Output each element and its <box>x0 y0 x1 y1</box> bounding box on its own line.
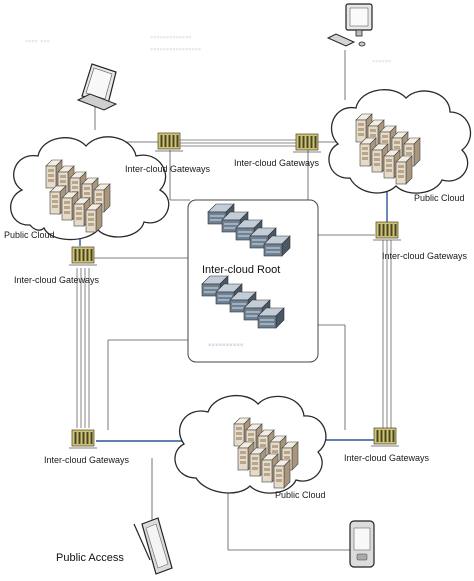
gateway-icon-bottom-right <box>370 427 400 447</box>
connection-lines <box>76 50 392 551</box>
cloud-icon-right <box>328 89 472 194</box>
laptop-icon <box>76 63 118 111</box>
svg-text:▪▪▪▪▪▪▪▪▪▪: ▪▪▪▪▪▪▪▪▪▪ <box>208 340 244 351</box>
gateway-label-left: Inter-cloud Gateways <box>14 275 100 285</box>
desktop-icon <box>326 3 373 47</box>
gateway-icon-right <box>372 221 402 241</box>
svg-text:▪▪▪▪▪▪: ▪▪▪▪▪▪ <box>372 56 391 66</box>
cloud-icon-bottom <box>174 394 327 494</box>
svg-text:▪▪▪▪▪▪▪▪▪▪▪▪▪: ▪▪▪▪▪▪▪▪▪▪▪▪▪ <box>150 32 191 42</box>
gateway-label-bottom-right: Inter-cloud Gateways <box>344 453 430 463</box>
cloud-label-left: Public Cloud <box>4 230 55 240</box>
gateway-icon-top-right <box>292 133 322 153</box>
gateway-label-bottom-left: Inter-cloud Gateways <box>44 455 130 465</box>
gateway-icon-left <box>68 246 98 266</box>
gateway-label-right: Inter-cloud Gateways <box>382 251 468 261</box>
cloud-label-bottom: Public Cloud <box>275 490 326 500</box>
cloud-icon-left <box>10 136 170 241</box>
gateway-label-top-left: Inter-cloud Gateways <box>125 164 211 174</box>
inter-cloud-root-box: Inter-cloud Root ▪▪▪▪▪▪▪▪▪▪ <box>187 199 319 363</box>
tablet-icon <box>133 517 173 575</box>
svg-text:▪▪▪▪▪▪▪▪▪▪▪▪▪▪▪▪: ▪▪▪▪▪▪▪▪▪▪▪▪▪▪▪▪ <box>150 44 201 54</box>
root-label: Inter-cloud Root <box>202 264 280 276</box>
cloud-label-right: Public Cloud <box>414 193 465 203</box>
pda-icon <box>349 520 375 568</box>
gateway-icon-top-left <box>154 132 184 152</box>
public-access-label: Public Access <box>56 552 124 564</box>
svg-text:▪▪▪▪ ▪▪▪: ▪▪▪▪ ▪▪▪ <box>25 36 50 46</box>
gateway-icon-bottom-left <box>68 429 98 449</box>
gateway-label-top-right: Inter-cloud Gateways <box>234 158 320 168</box>
